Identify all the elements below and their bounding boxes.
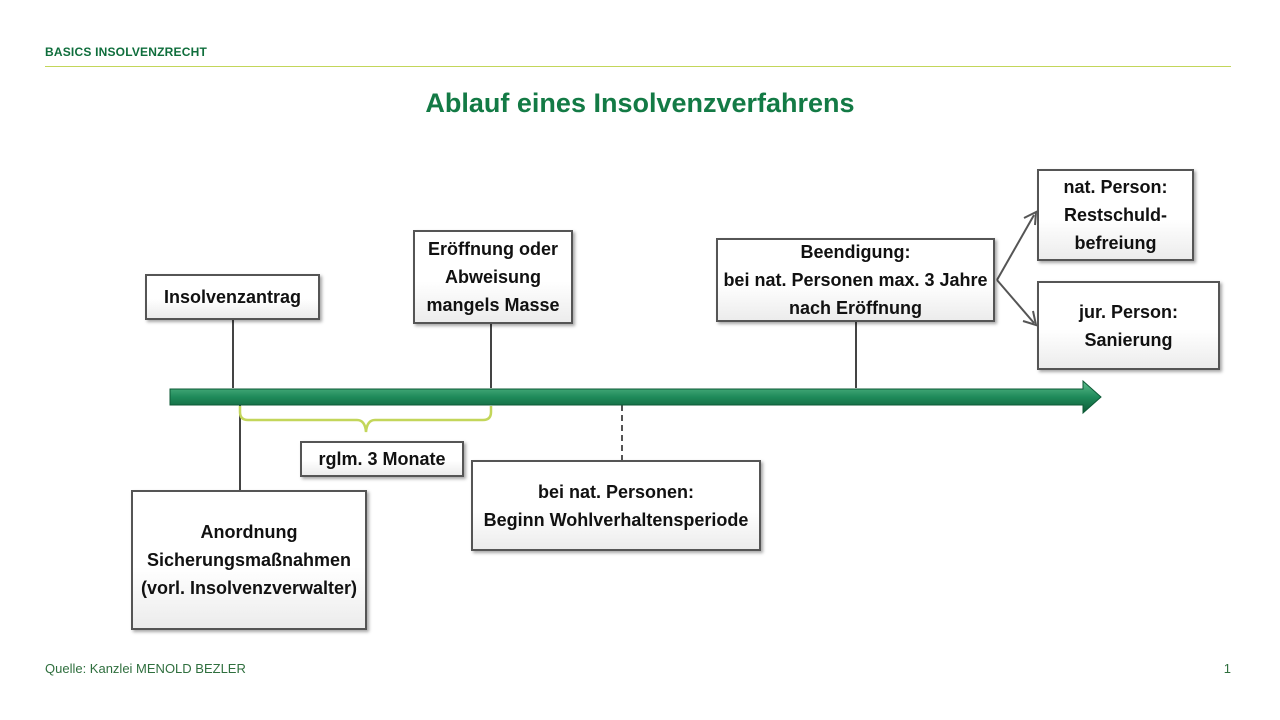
box-insolvenzantrag: Insolvenzantrag bbox=[145, 274, 320, 320]
box-jur-person: jur. Person: Sanierung bbox=[1037, 281, 1220, 370]
branch-arrowhead-nat-person bbox=[1023, 210, 1038, 226]
duration-bracket bbox=[238, 406, 493, 433]
branch-arrow-nat-person bbox=[996, 214, 1035, 281]
header-divider bbox=[45, 66, 1231, 67]
page-number: 1 bbox=[1223, 661, 1231, 676]
box-beendigung: Beendigung: bei nat. Personen max. 3 Jah… bbox=[716, 238, 995, 322]
box-eroeffnung: Eröffnung oder Abweisung mangels Masse bbox=[413, 230, 573, 324]
box-nat-person: nat. Person: Restschuld- befreiung bbox=[1037, 169, 1194, 261]
branch-arrowhead-jur-person bbox=[1022, 310, 1038, 327]
footer-source: Quelle: Kanzlei MENOLD BEZLER bbox=[45, 661, 246, 676]
section-header: BASICS INSOLVENZRECHT bbox=[45, 45, 207, 59]
timeline-arrow bbox=[169, 379, 1102, 415]
box-rglm-3-monate: rglm. 3 Monate bbox=[300, 441, 464, 477]
branch-arrow-jur-person bbox=[996, 279, 1035, 324]
box-wohlverhalten: bei nat. Personen: Beginn Wohlverhaltens… bbox=[471, 460, 761, 551]
box-anordnung: Anordnung Sicherungsmaßnahmen (vorl. Ins… bbox=[131, 490, 367, 630]
slide-title: Ablauf eines Insolvenzverfahrens bbox=[425, 88, 855, 118]
